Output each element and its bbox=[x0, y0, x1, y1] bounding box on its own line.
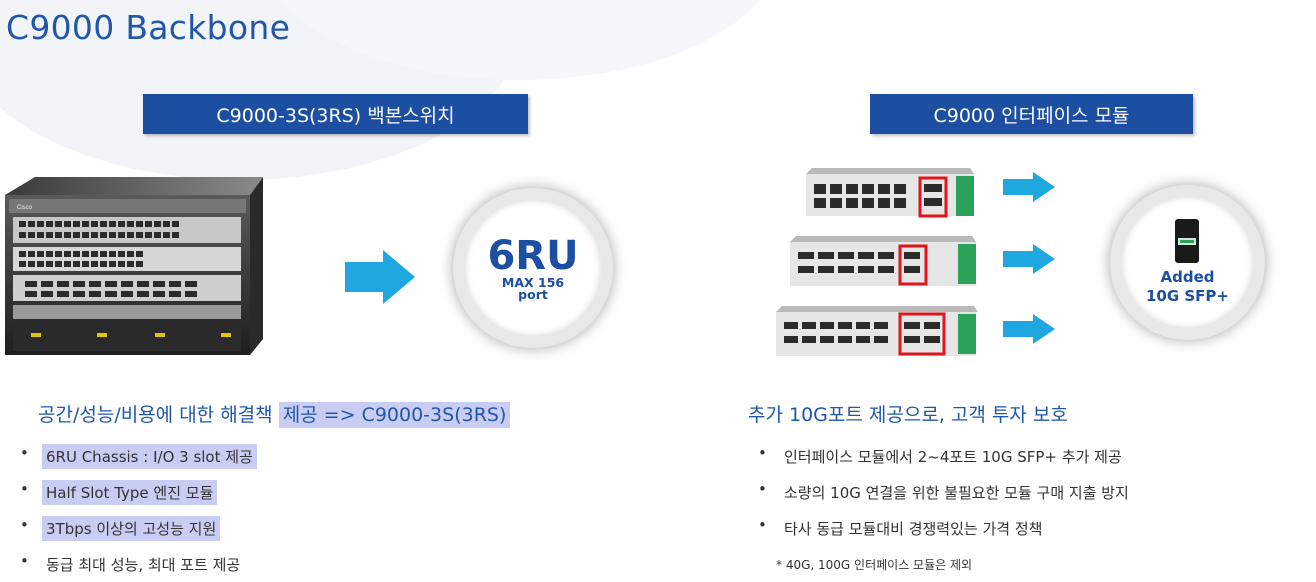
badge-max-ports-label: MAX 156 port bbox=[501, 275, 565, 302]
list-item: • 6RU Chassis : I/O 3 slot 제공 bbox=[18, 444, 257, 480]
svg-text:Cisco: Cisco bbox=[17, 205, 33, 211]
left-bullet-list: • 6RU Chassis : I/O 3 slot 제공 • Half Slot … bbox=[18, 444, 257, 582]
list-item: • 동급 최대 성능, 최대 포트 제공 bbox=[18, 552, 257, 582]
bullet-text: 동급 최대 성능, 최대 포트 제공 bbox=[46, 556, 241, 574]
bullet-marker: • bbox=[758, 516, 767, 534]
bullet-marker: • bbox=[20, 444, 29, 462]
list-item: • 타사 동급 모듈대비 경쟁력있는 가격 정책 bbox=[756, 516, 1133, 552]
list-item: • Half Slot Type 엔진 모듈 bbox=[18, 480, 257, 516]
6ru-badge: 6RU MAX 156 port bbox=[453, 188, 613, 348]
list-item: • 3Tbps 이상의 고성능 지원 bbox=[18, 516, 257, 552]
list-item: • 소량의 10G 연결을 위한 불필요한 모듈 구매 지출 방지 bbox=[756, 480, 1133, 516]
badge-10g-sfp-label: 10G SFP+ bbox=[1145, 287, 1229, 306]
bullet-text: 타사 동급 모듈대비 경쟁력있는 가격 정책 bbox=[784, 520, 1043, 538]
bullet-text: 6RU Chassis : I/O 3 slot 제공 bbox=[42, 444, 257, 469]
footnote: * 40G, 100G 인터페이스 모듈은 제외 bbox=[776, 558, 973, 572]
bullet-text: 3Tbps 이상의 고성능 지원 bbox=[42, 516, 221, 541]
right-arrow-icon bbox=[345, 250, 415, 304]
right-section-header: C9000 인터페이스 모듈 bbox=[870, 94, 1193, 134]
chassis-image: Cisco bbox=[5, 177, 263, 355]
sfp-transceiver-icon bbox=[1175, 219, 1200, 264]
right-arrow-icon bbox=[1003, 172, 1055, 202]
right-subtitle: 추가 10G포트 제공으로, 고객 투자 보호 bbox=[748, 404, 1068, 426]
bullet-text: 인터페이스 모듈에서 2~4포트 10G SFP+ 추가 제공 bbox=[784, 448, 1122, 466]
left-subtitle-highlight: 제공 => C9000-3S(3RS) bbox=[278, 402, 511, 428]
bullet-text: 소량의 10G 연결을 위한 불필요한 모듈 구매 지출 방지 bbox=[784, 484, 1129, 502]
bullet-marker: • bbox=[20, 516, 29, 534]
sfp-badge: Added 10G SFP+ bbox=[1110, 185, 1265, 340]
bullet-text: Half Slot Type 엔진 모듈 bbox=[42, 480, 218, 505]
badge-6ru-label: 6RU bbox=[487, 233, 579, 279]
right-arrow-icon bbox=[1003, 314, 1055, 344]
interface-modules-image bbox=[776, 168, 978, 356]
left-section-header: C9000-3S(3RS) 백본스위치 bbox=[143, 94, 528, 134]
bullet-marker: • bbox=[20, 480, 29, 498]
badge-added-label: Added bbox=[1160, 268, 1215, 287]
right-arrow-icon bbox=[1003, 244, 1055, 274]
bullet-marker: • bbox=[758, 444, 767, 462]
left-subtitle-text: 공간/성능/비용에 대한 해결책 bbox=[38, 404, 279, 426]
left-subtitle: 공간/성능/비용에 대한 해결책 제공 => C9000-3S(3RS) bbox=[38, 400, 511, 428]
right-bullet-list: • 인터페이스 모듈에서 2~4포트 10G SFP+ 추가 제공 • 소량의 10… bbox=[756, 444, 1133, 552]
list-item: • 인터페이스 모듈에서 2~4포트 10G SFP+ 추가 제공 bbox=[756, 444, 1133, 480]
bullet-marker: • bbox=[20, 552, 29, 570]
page-title: C9000 Backbone bbox=[6, 8, 291, 47]
bullet-marker: • bbox=[758, 480, 767, 498]
